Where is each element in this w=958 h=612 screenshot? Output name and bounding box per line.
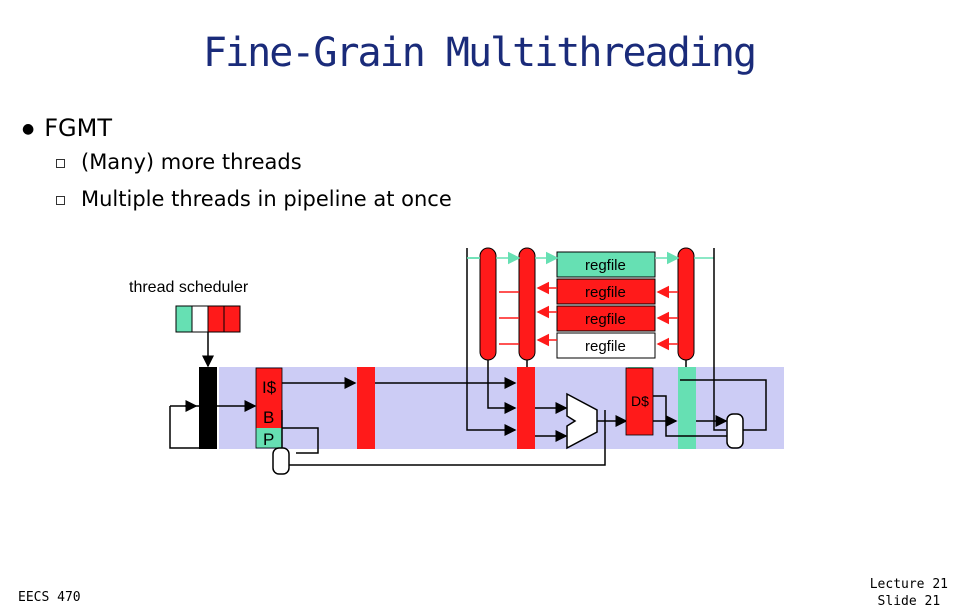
thread-scheduler-label: thread scheduler xyxy=(129,279,249,296)
regfile-label-1: regfile xyxy=(585,257,626,274)
regfile-label-3: regfile xyxy=(585,311,626,328)
writeback-mux xyxy=(726,413,744,449)
thread-scheduler-queue xyxy=(175,305,241,333)
bullet-fgmt: ● FGMT xyxy=(22,114,112,142)
bp-block-bottom xyxy=(256,428,282,448)
sub-bullet-text: (Many) more threads xyxy=(81,150,302,174)
bullet-text: FGMT xyxy=(44,114,112,142)
latch-id-ex xyxy=(517,367,535,449)
regfile-write-port xyxy=(677,247,695,361)
slide-title: Fine-Grain Multithreading xyxy=(202,30,757,76)
course-label: EECS 470 xyxy=(18,590,81,605)
regfile-box-4 xyxy=(556,332,656,359)
regfile-read-port-2 xyxy=(518,247,536,361)
icache-block xyxy=(256,368,282,408)
lecture-label: Lecture 21 xyxy=(869,577,948,592)
regfile-label-2: regfile xyxy=(585,284,626,301)
scheduler-bar xyxy=(199,367,217,449)
regfile-box-1 xyxy=(556,251,656,278)
dcache-label: D$ xyxy=(631,393,649,409)
regfile-label-4: regfile xyxy=(585,338,626,355)
dcache-block xyxy=(626,368,653,408)
slide-number: Lecture 21 Slide 21 xyxy=(870,576,948,610)
sub-bullet-2: Multiple threads in pipeline at once xyxy=(56,187,452,211)
bp-label-p: P xyxy=(263,430,275,449)
icache-label: I$ xyxy=(262,378,277,397)
regfile-box-3 xyxy=(556,305,656,332)
square-bullet-icon xyxy=(56,195,65,205)
bp-label-b: B xyxy=(263,408,275,427)
regfile-read-port-1 xyxy=(479,247,497,361)
square-bullet-icon xyxy=(56,158,65,168)
pc-mux xyxy=(272,447,290,475)
bp-block-top xyxy=(256,406,282,428)
sub-bullet-1: (Many) more threads xyxy=(56,150,302,174)
regfile-box-2 xyxy=(556,278,656,305)
latch-if-id xyxy=(357,367,375,449)
sub-bullet-text: Multiple threads in pipeline at once xyxy=(81,187,452,211)
slide-label: Slide 21 xyxy=(877,594,941,609)
bullet-dot-icon: ● xyxy=(22,121,35,137)
latch-mem-wb xyxy=(678,367,696,449)
